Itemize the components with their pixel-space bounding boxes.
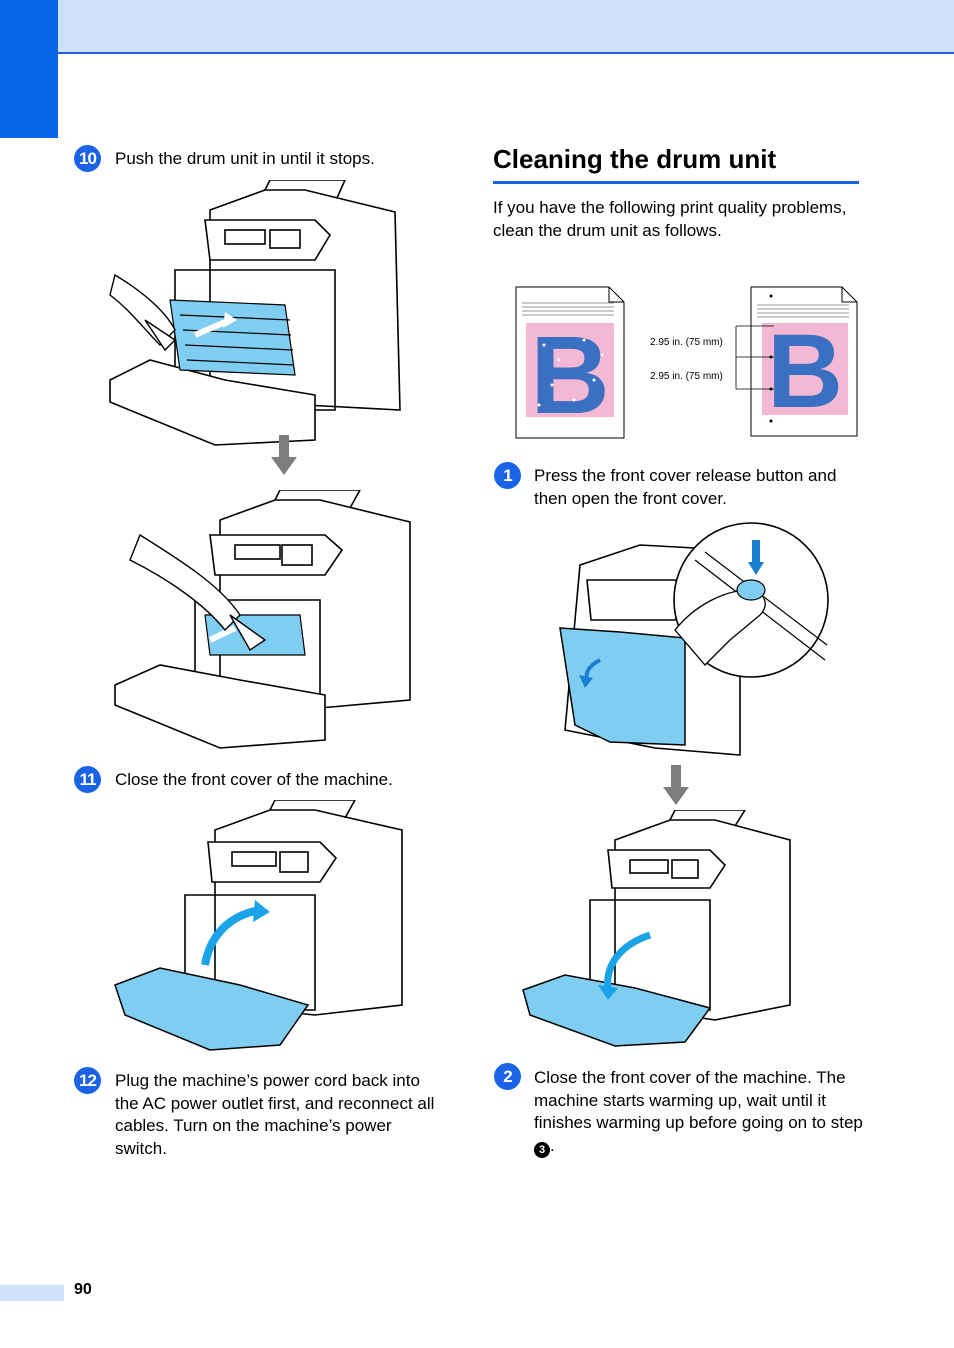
- intro-paragraph: If you have the following print quality …: [493, 198, 847, 240]
- step-badge-12: 12: [74, 1067, 101, 1094]
- step-1-text: Press the front cover release button and…: [534, 466, 837, 508]
- step-2-text-main: Close the front cover of the machine. Th…: [534, 1068, 863, 1132]
- chapter-tab: [0, 0, 58, 138]
- page-number: 90: [74, 1281, 92, 1298]
- step-badge-2: 2: [494, 1063, 521, 1090]
- header-band: [0, 0, 954, 54]
- step-12-text: Plug the machine’s power cord back into …: [115, 1071, 435, 1158]
- step-badge-10: 10: [74, 145, 101, 172]
- push-drum-illustration: [109, 180, 401, 446]
- step-11-text: Close the front cover of the machine.: [115, 770, 393, 789]
- print-quality-samples: B B 2.95 in. (75 mm) 2.95 in. (75 mm): [515, 286, 858, 439]
- step-10-text: Push the drum unit in until it stops.: [115, 149, 375, 168]
- section-heading: Cleaning the drum unit: [493, 144, 777, 174]
- step-badge-1: 1: [494, 462, 521, 489]
- sample-page-left: B: [515, 286, 625, 439]
- dimension-label-2: 2.95 in. (75 mm): [650, 371, 723, 382]
- step-badge-11: 11: [74, 766, 101, 793]
- close-cover-illustration: [114, 800, 403, 1051]
- heading-rule: [493, 181, 859, 184]
- down-arrow-icon-2: [663, 765, 689, 805]
- step-2-text-end: .: [550, 1135, 555, 1155]
- sample-page-right: B: [735, 286, 858, 437]
- dimension-label-1: 2.95 in. (75 mm): [650, 337, 723, 348]
- drum-inserted-illustration: [114, 490, 411, 749]
- cover-closing-illustration: [522, 810, 791, 1047]
- sample-letter-left: B: [530, 314, 609, 437]
- down-arrow-icon: [271, 435, 297, 475]
- step-reference-badge: 3: [534, 1141, 550, 1158]
- step-2-text: Close the front cover of the machine. Th…: [534, 1067, 864, 1158]
- sample-letter-right: B: [767, 313, 843, 430]
- press-release-illustration: [559, 522, 829, 756]
- page-number-tab: [0, 1285, 64, 1301]
